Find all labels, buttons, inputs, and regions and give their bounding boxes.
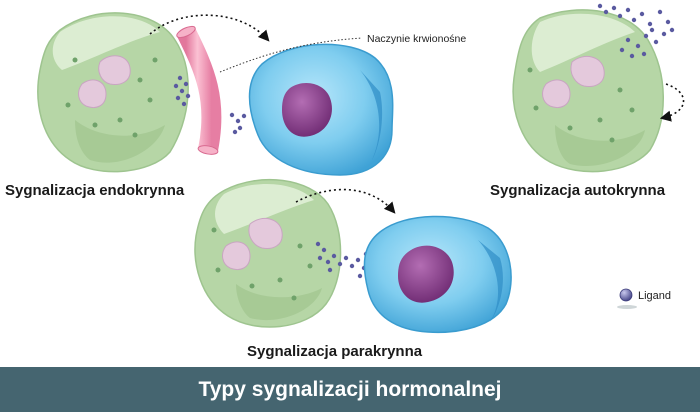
vessel-label: Naczynie krwionośne bbox=[367, 33, 466, 45]
endocrine-target-cell bbox=[248, 43, 394, 176]
paracrine-group: Sygnalizacja parakrynna bbox=[194, 178, 512, 360]
paracrine-arrow bbox=[295, 188, 396, 214]
paracrine-label: Sygnalizacja parakrynna bbox=[247, 343, 423, 360]
vessel-leader-line bbox=[219, 37, 363, 73]
paracrine-target-cell bbox=[363, 215, 512, 334]
autocrine-label: Sygnalizacja autokrynna bbox=[490, 182, 666, 199]
autocrine-arrow bbox=[659, 83, 685, 122]
autocrine-ligands bbox=[597, 3, 675, 59]
footer-title: Typy sygnalizacji hormonalnej bbox=[198, 377, 502, 401]
autocrine-group: Sygnalizacja autokrynna bbox=[490, 3, 685, 199]
footer-bar: Typy sygnalizacji hormonalnej bbox=[0, 367, 700, 412]
paracrine-secreting-cell bbox=[194, 178, 342, 328]
legend: Ligand bbox=[617, 288, 671, 309]
endocrine-secreting-cell bbox=[37, 12, 189, 173]
ligand-legend-label: Ligand bbox=[638, 290, 671, 302]
endocrine-ligands-left bbox=[173, 75, 191, 107]
endocrine-label: Sygnalizacja endokrynna bbox=[5, 182, 185, 199]
blood-vessel bbox=[176, 25, 222, 155]
endocrine-group: Naczynie krwionośne Sygnalizacja endokry… bbox=[5, 12, 466, 199]
paracrine-ligands bbox=[315, 241, 373, 279]
ligand-legend-icon bbox=[619, 288, 633, 302]
autocrine-cell bbox=[512, 9, 664, 173]
endocrine-ligands-right bbox=[229, 112, 247, 135]
